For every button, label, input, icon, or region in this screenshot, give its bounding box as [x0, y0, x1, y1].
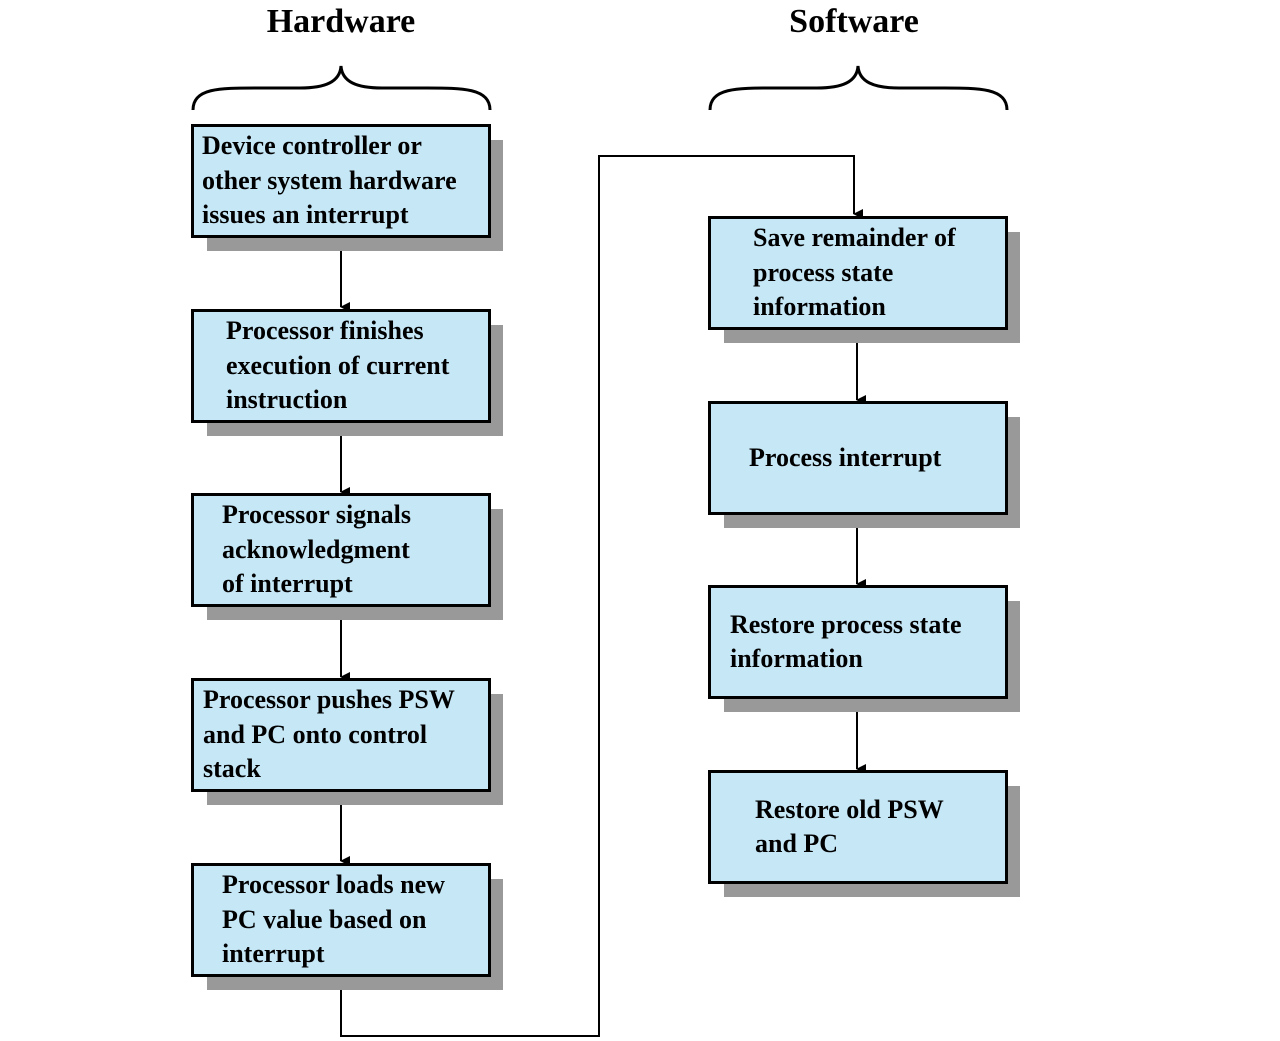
step-text-line: issues an interrupt	[202, 200, 409, 230]
step-text-line: of interrupt	[222, 569, 353, 599]
step-text-line: Restore old PSW	[755, 794, 944, 824]
step-text-line: PC value based on	[222, 904, 427, 934]
step-text-line: Process interrupt	[749, 442, 942, 472]
software-heading: Software	[789, 3, 919, 40]
hardware-step-processor-signals: Processor signals acknowledgment of inte…	[191, 493, 491, 607]
software-brace	[708, 65, 1009, 111]
hardware-step-processor-finishes: Processor finishes execution of current …	[191, 309, 491, 423]
step-text-line: process state	[753, 257, 894, 287]
step-text-line: Processor loads new	[222, 870, 445, 900]
hardware-heading: Hardware	[266, 3, 416, 40]
step-text-line: Processor finishes	[226, 316, 424, 346]
step-text-line: and PC onto control	[203, 719, 428, 749]
software-step-restore-process-state: Restore process state information	[708, 585, 1008, 699]
hardware-step-processor-pushes-psw: Processor pushes PSW and PC onto control…	[191, 678, 491, 792]
hardware-step-device-controller-interrupt: Device controller or other system hardwa…	[191, 124, 491, 238]
step-text-line: information	[730, 644, 863, 673]
step-text-line: information	[753, 292, 886, 322]
step-text-line: and PC	[755, 829, 839, 858]
software-step-process-interrupt: Process interrupt	[708, 401, 1008, 515]
software-step-restore-psw-pc: Restore old PSW and PC	[708, 770, 1008, 884]
step-text-line: Processor signals	[222, 500, 411, 530]
step-text-line: Processor pushes PSW	[203, 685, 455, 715]
step-text-line: acknowledgment	[222, 534, 410, 564]
software-step-save-process-state: Save remainder of process state informat…	[708, 216, 1008, 330]
step-text-line: stack	[203, 754, 261, 784]
hardware-brace	[191, 65, 492, 111]
step-text-line: Restore process state	[730, 609, 962, 639]
hardware-step-processor-loads-pc: Processor loads new PC value based on in…	[191, 863, 491, 977]
connector-hardware-to-software	[340, 155, 863, 1037]
step-text-line: other system hardware	[202, 165, 457, 195]
step-text-line: instruction	[226, 385, 348, 415]
step-text-line: Device controller or	[202, 131, 422, 161]
step-text-line: interrupt	[222, 939, 325, 969]
step-text-line: Save remainder of	[753, 223, 956, 253]
step-text-line: execution of current	[226, 350, 450, 380]
